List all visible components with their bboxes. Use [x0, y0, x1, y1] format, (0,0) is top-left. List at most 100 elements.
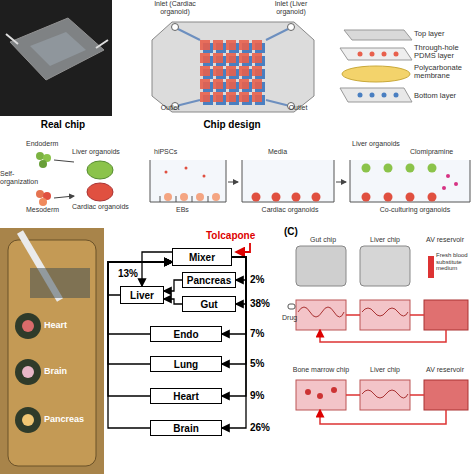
illustration-shape: [424, 380, 468, 410]
illustration-shape: [454, 182, 458, 186]
label-text: Clomipramine: [410, 148, 472, 156]
label-text: Outlet: [278, 104, 318, 112]
illustration-shape: [252, 40, 262, 50]
illustration-shape: [200, 66, 210, 76]
illustration-shape: [226, 40, 236, 50]
illustration-shape: [252, 79, 262, 89]
illustration-shape: [342, 66, 410, 82]
illustration-shape: [39, 160, 47, 168]
illustration-shape: [39, 198, 47, 206]
illustration-shape: [200, 53, 210, 63]
node-text: Pancreas: [187, 275, 231, 286]
flow-arrow: [108, 262, 172, 334]
illustration-shape: [298, 307, 344, 317]
chip-design: [152, 22, 314, 112]
illustration-shape: [22, 366, 34, 378]
node-text: Gut: [200, 299, 217, 310]
illustration-shape: [394, 93, 399, 98]
label-text: Brain: [44, 366, 94, 376]
layer-stack: [340, 30, 412, 102]
process-box: Lung: [150, 356, 222, 372]
process-box: Mixer: [172, 248, 232, 266]
label-text: Inlet (Cardiac organoid): [150, 0, 200, 16]
illustration-shape: [212, 193, 220, 201]
illustration-shape: [15, 407, 41, 433]
label-text: Real chip: [28, 119, 98, 130]
illustration-shape: [196, 193, 204, 201]
illustration-shape: [213, 92, 223, 102]
illustration-shape: [172, 24, 179, 31]
label-text: Co-culturing organoids: [360, 206, 470, 214]
illustration-shape: [428, 164, 437, 173]
illustration-shape: [176, 28, 290, 106]
flow-arrow: [142, 252, 172, 286]
label-text: Liver chip: [360, 236, 410, 244]
illustration-shape: [213, 53, 223, 63]
node-text: Liver: [130, 290, 154, 301]
label-text: hiPSCs: [154, 148, 194, 156]
illustration-shape: [6, 34, 108, 48]
label-text: Through-hole PDMS layer: [414, 44, 474, 61]
label-text: Chip design: [192, 119, 272, 130]
label-text: AV reservoir: [418, 236, 472, 244]
flow-percent: 13%: [118, 268, 138, 279]
illustration-shape: [384, 164, 393, 173]
illustration-shape: [164, 193, 172, 201]
flow-percent: 2%: [250, 274, 264, 285]
illustration-shape: [185, 167, 188, 170]
flow-arrow: [108, 262, 172, 364]
illustration-shape: [317, 393, 323, 399]
illustration-shape: [320, 315, 446, 342]
flow-percent: 26%: [250, 422, 270, 433]
illustration-shape: [292, 193, 301, 202]
illustration-shape: [236, 243, 250, 252]
label-text: Liver organoids: [352, 140, 422, 148]
node-text: Lung: [174, 359, 198, 370]
flow-percent: 5%: [250, 358, 264, 369]
label-text: AV reservoir: [418, 366, 472, 374]
illustration-shape: [203, 175, 206, 178]
illustration-shape: [384, 193, 393, 202]
illustration-shape: [87, 161, 113, 179]
label-text: Pancreas: [44, 414, 100, 424]
illustration-shape: [0, 0, 112, 116]
label-text: Bottom layer: [414, 92, 474, 100]
illustration-shape: [54, 160, 74, 198]
flow-arrow: [164, 280, 182, 291]
illustration-shape: [0, 228, 104, 474]
process-box: Liver: [120, 286, 164, 304]
illustration-shape: [213, 66, 223, 76]
illustration-shape: [15, 313, 41, 339]
illustration-shape: [239, 53, 249, 63]
node-text: Brain: [173, 423, 199, 434]
label-text: Outlet: [150, 104, 190, 112]
illustration-shape: [362, 308, 408, 316]
illustration-shape: [22, 320, 34, 332]
illustration-shape: [305, 389, 311, 395]
illustration-shape: [36, 152, 44, 160]
illustration-shape: [360, 246, 410, 286]
process-box: Endo: [150, 326, 222, 342]
illustration-shape: [180, 193, 188, 201]
label-text: Drug: [282, 314, 308, 322]
illustration-shape: [296, 300, 346, 330]
process-box: Heart: [150, 388, 222, 404]
node-text: Heart: [173, 391, 199, 402]
organoid-workflow: [36, 152, 470, 206]
process-box: Brain: [150, 420, 222, 436]
illustration-shape: [288, 24, 295, 31]
flow-percent: 38%: [250, 298, 270, 309]
illustration-shape: [362, 193, 371, 202]
gut-liver-panel: [288, 246, 468, 424]
label-text: EBs: [176, 206, 206, 214]
body-on-chip-photo: [0, 228, 104, 474]
illustration-shape: [382, 93, 387, 98]
illustration-shape: [394, 52, 399, 57]
label-text: (C): [284, 226, 306, 237]
illustration-shape: [424, 300, 468, 330]
illustration-shape: [358, 52, 363, 57]
flow-arrow: [164, 299, 182, 304]
illustration-shape: [362, 390, 408, 398]
illustration-shape: [428, 256, 434, 278]
